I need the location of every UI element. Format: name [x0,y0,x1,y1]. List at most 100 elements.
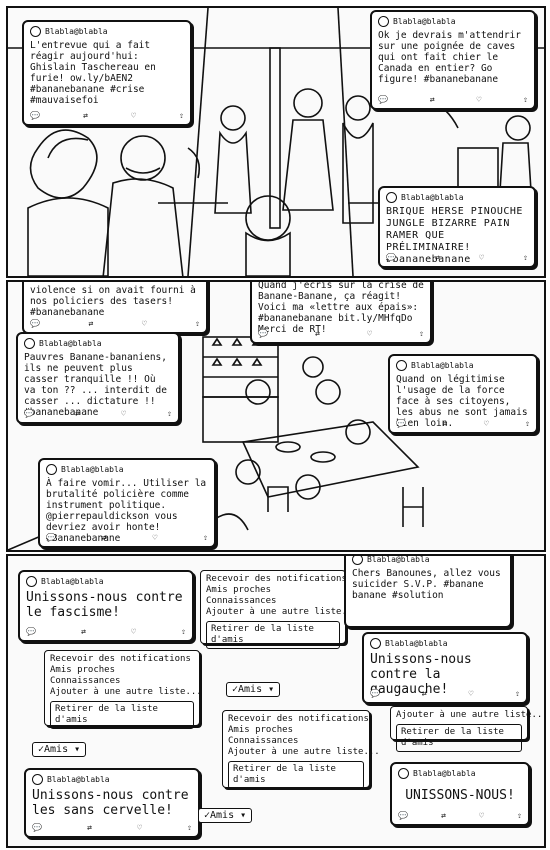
tweet-card[interactable]: Blabla@blabla Chers Banounes, allez vous… [344,556,512,628]
friends-dropdown-button[interactable]: ✓Amis ▾ [32,742,87,757]
reply-icon[interactable]: 💬 [30,111,40,120]
share-icon[interactable]: ⇪ [179,111,184,120]
remove-friend-button[interactable]: Retirer de la liste d'amis [228,761,364,789]
tweet-card[interactable]: Blabla@blabla Unissons-nous contre le fa… [18,570,194,642]
share-icon[interactable]: ⇪ [523,95,528,104]
tweet-handle: Blabla@blabla [39,339,102,348]
share-icon[interactable]: ⇪ [517,811,522,820]
like-icon[interactable]: ♡ [483,419,489,428]
reply-icon[interactable]: 💬 [32,823,42,832]
tweet-actions: 💬 ⇄ ♡ ⇪ [46,532,208,543]
retweet-icon[interactable]: ⇄ [88,319,94,328]
reply-icon[interactable]: 💬 [26,627,36,636]
avatar [30,26,41,37]
like-icon[interactable]: ♡ [152,533,158,542]
share-icon[interactable]: ⇪ [525,419,530,428]
like-icon[interactable]: ♡ [131,111,136,120]
share-icon[interactable]: ⇪ [515,689,520,698]
tweet-handle: Blabla@blabla [393,17,456,26]
share-icon[interactable]: ⇪ [181,627,186,636]
tweet-actions: 💬 ⇄ ♡ ⇪ [386,252,528,263]
reply-icon[interactable]: 💬 [386,253,396,262]
menu-close-friends[interactable]: Amis proches [50,665,116,675]
remove-friend-button[interactable]: Retirer de la liste d'amis [396,724,522,752]
share-icon[interactable]: ⇪ [203,533,208,542]
menu-add-list[interactable]: Ajouter à une autre liste... [50,687,202,697]
share-icon[interactable]: ⇪ [167,409,172,418]
avatar [32,774,43,785]
reply-icon[interactable]: 💬 [378,95,388,104]
retweet-icon[interactable]: ⇄ [421,689,427,698]
tweet-actions: 💬 ⇄ ♡ ⇪ [24,408,172,419]
friends-dropdown-button[interactable]: ✓Amis ▾ [226,682,281,697]
like-icon[interactable]: ♡ [141,319,147,328]
tweet-card[interactable]: Blabla@blabla À faire vomir... Utiliser … [38,458,216,548]
retweet-icon[interactable]: ⇄ [81,627,86,636]
tweet-card[interactable]: Blabla@blabla UNISSONS-NOUS! 💬⇄♡⇪ [390,762,530,826]
retweet-icon[interactable]: ⇄ [87,823,92,832]
menu-acquaintances[interactable]: Connaissances [206,596,277,606]
tweet-card[interactable]: Blabla@blabla Pauvres Banane-bananiens, … [16,332,180,424]
like-icon[interactable]: ♡ [479,253,484,262]
tweet-card[interactable]: Blabla@blabla Quand j'écris sur la crise… [250,282,432,344]
tweet-text: On aurait évité l'escalade de violence s… [30,282,196,318]
reply-icon[interactable]: 💬 [30,319,40,328]
like-icon[interactable]: ♡ [131,627,136,636]
retweet-icon[interactable]: ⇄ [101,533,107,542]
retweet-icon[interactable]: ⇄ [442,419,448,428]
reply-icon[interactable]: 💬 [46,533,56,542]
reply-icon[interactable]: 💬 [370,689,380,698]
menu-notify[interactable]: Recevoir des notifications [50,654,191,664]
remove-friend-button[interactable]: Retirer de la liste d'amis [206,621,340,649]
tweet-actions: 💬 ⇄ ♡ ⇪ [30,110,184,121]
tweet-handle: Blabla@blabla [61,465,124,474]
menu-add-list[interactable]: Ajouter à une autre liste... [206,607,358,617]
reply-icon[interactable]: 💬 [24,409,34,418]
like-icon[interactable]: ♡ [121,409,126,418]
tweet-actions: 💬 ⇄ ♡ ⇪ [396,418,530,429]
like-icon[interactable]: ♡ [468,689,474,698]
menu-notify[interactable]: Recevoir des notifications [206,574,347,584]
menu-close-friends[interactable]: Amis proches [206,585,272,595]
reply-icon[interactable]: 💬 [398,811,408,820]
friends-dropdown-button[interactable]: ✓Amis ▾ [198,808,253,823]
tweet-text: Chers Banounes, allez vous suicider S.V.… [352,568,501,601]
retweet-icon[interactable]: ⇄ [435,253,440,262]
tweet-card[interactable]: Blabla@blabla Ok je devrais m'attendrir … [370,10,536,110]
menu-acquaintances[interactable]: Connaissances [50,676,121,686]
share-icon[interactable]: ⇪ [523,253,528,262]
remove-friend-button[interactable]: Retirer de la liste d'amis [50,701,194,729]
retweet-icon[interactable]: ⇄ [441,811,446,820]
tweet-text: Pauvres Banane-bananiens, ils ne peuvent… [24,352,167,418]
retweet-icon[interactable]: ⇄ [429,95,435,104]
tweet-card[interactable]: Blabla@blabla Quand on légitimise l'usag… [388,354,538,434]
menu-acquaintances[interactable]: Connaissances [228,736,299,746]
reply-icon[interactable]: 💬 [396,419,406,428]
tweet-text: Unissons-nous contre les sans cervelle! [32,788,189,818]
avatar [370,638,381,649]
tweet-text: Unissons-nous contre le fascisme! [26,590,183,620]
retweet-icon[interactable]: ⇄ [315,329,320,338]
menu-add-list[interactable]: Ajouter à une autre liste... [396,710,546,720]
tweet-card[interactable]: Blabla@blabla Unissons-nous contre les s… [24,768,200,838]
tweet-card[interactable]: Blabla@blabla Unissons-nous contre la ga… [362,632,528,704]
tweet-text: À faire vomir... Utiliser la brutalité p… [46,478,207,544]
reply-icon[interactable]: 💬 [258,329,268,338]
tweet-card[interactable]: Blabla@blabla On aurait évité l'escalade… [22,282,208,334]
tweet-handle: Blabla@blabla [411,361,474,370]
tweet-card[interactable]: Blabla@blabla L'entrevue qui a fait réag… [22,20,192,126]
share-icon[interactable]: ⇪ [187,823,192,832]
like-icon[interactable]: ♡ [476,95,482,104]
menu-add-list[interactable]: Ajouter à une autre liste... [228,747,380,757]
avatar [398,768,409,779]
like-icon[interactable]: ♡ [367,329,372,338]
like-icon[interactable]: ♡ [137,823,142,832]
menu-close-friends[interactable]: Amis proches [228,725,294,735]
retweet-icon[interactable]: ⇄ [75,409,80,418]
share-icon[interactable]: ⇪ [419,329,424,338]
retweet-icon[interactable]: ⇄ [83,111,88,120]
like-icon[interactable]: ♡ [479,811,484,820]
menu-notify[interactable]: Recevoir des notifications [228,714,369,724]
tweet-card[interactable]: Blabla@blabla BRIQUE HERSE PINOUCHE JUNG… [378,186,536,268]
share-icon[interactable]: ⇪ [195,319,200,328]
